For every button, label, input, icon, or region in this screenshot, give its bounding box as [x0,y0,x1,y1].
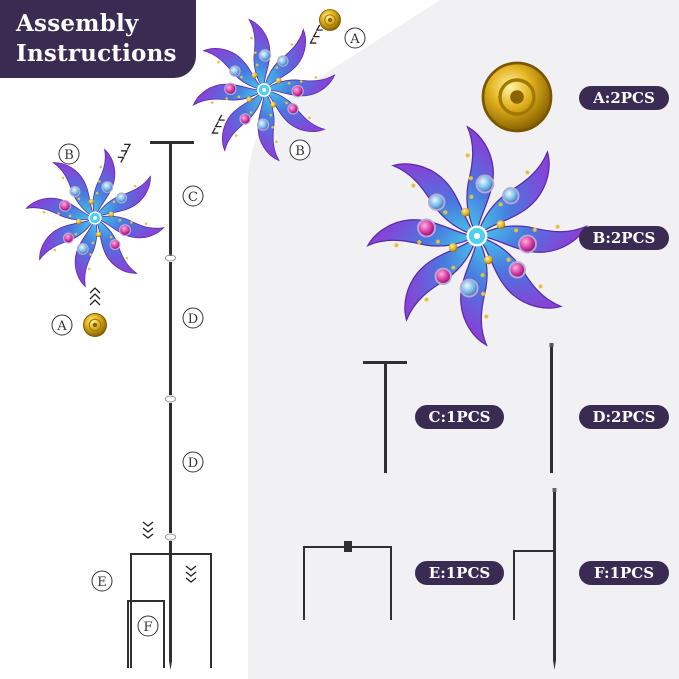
gold-cap-a-left [82,312,108,338]
part-a-label: A:2PCS [579,86,669,110]
part-f-image [513,488,557,670]
part-b-label: B:2PCS [579,226,669,250]
part-e-image [303,541,392,620]
callout-d-lower: D [182,451,204,473]
part-c-image [363,361,407,473]
callout-e: E [91,570,113,592]
title-line-2: Instructions [16,40,177,67]
title-line-1: Assembly [16,10,139,37]
callout-a-left: A [51,314,73,336]
callout-d-upper-label: D [188,312,198,327]
pole-assembly [127,141,212,670]
gold-cap-a-top [318,8,342,32]
part-d-label: D:2PCS [579,405,669,429]
callout-d-upper: D [182,307,204,329]
callout-c: C [182,185,204,207]
callout-e-label: E [97,575,107,590]
callout-b-top: B [289,139,311,161]
callout-b-left: B [58,143,80,165]
callout-f: F [137,615,159,637]
callout-b-top-label: B [295,144,305,159]
spinner-b-left [16,139,173,296]
callout-a-left-label: A [56,319,67,334]
part-d-image [549,343,554,473]
part-e-label: E:1PCS [415,561,504,585]
arrow-a-up [89,287,101,306]
part-c-label: C:1PCS [415,405,504,429]
callout-f-label: F [143,620,152,635]
callout-d-lower-label: D [188,456,198,471]
arrows-down-e [142,521,197,583]
arrow-b-to-c [211,114,225,134]
title-banner: Assembly Instructions [0,0,196,78]
callout-a-top: A [344,27,366,49]
parts-panel [248,0,679,679]
callout-a-top-label: A [349,32,360,47]
callout-c-label: C [188,190,198,205]
part-a-image [481,61,553,133]
arrow-a-to-b [309,24,323,44]
part-f-label: F:1PCS [579,561,669,585]
arrow-b-to-c-left [117,143,132,163]
callout-b-left-label: B [64,148,74,163]
